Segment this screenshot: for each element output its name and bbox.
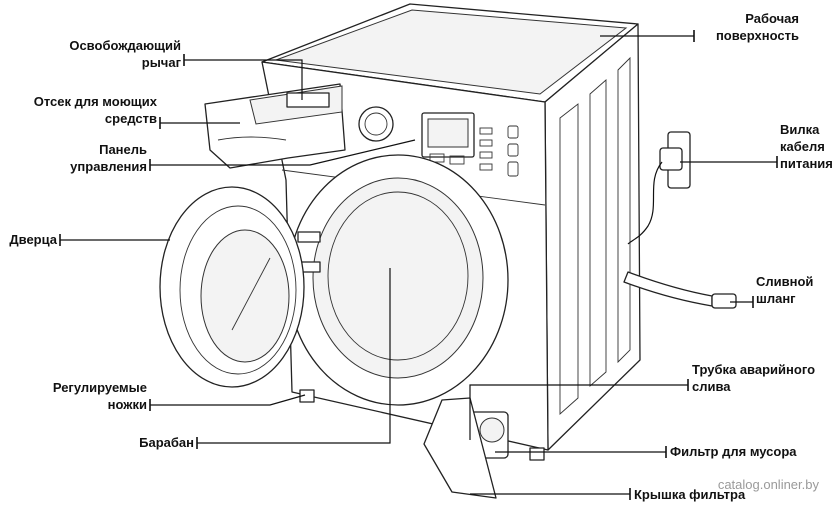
label-adjustable-feet-line-1: Регулируемые <box>52 380 147 395</box>
label-filter-cover-line-1: Крышка фильтра <box>634 487 746 502</box>
drum <box>312 177 484 379</box>
power-plug <box>659 147 683 171</box>
control-button-1 <box>479 127 493 135</box>
label-drain-hose: Сливной шланг <box>756 273 813 307</box>
release-lever <box>286 92 330 108</box>
label-drum: Барабан <box>139 434 194 451</box>
label-control-panel-line-2: управления <box>70 159 147 174</box>
label-work-surface-line-2: поверхность <box>715 28 799 43</box>
label-emergency-drain-tube-line-2: слива <box>692 379 731 394</box>
side-rib-2 <box>589 79 607 387</box>
debris-filter <box>479 417 505 443</box>
drawer-handle <box>217 136 287 141</box>
filter-cover <box>423 397 497 499</box>
label-emergency-drain-tube: Трубка аварийного слива <box>692 361 815 395</box>
label-drain-hose-line-1: Сливной <box>756 274 814 289</box>
label-detergent-drawer: Отсек для моющих средств <box>34 93 157 127</box>
label-release-lever-line-2: рычаг <box>141 55 181 70</box>
label-adjustable-feet: Регулируемые ножки <box>53 379 147 413</box>
door-glass-shine <box>231 257 271 331</box>
program-dial-inner <box>364 112 388 136</box>
door-seal <box>179 205 297 375</box>
control-button-3 <box>479 151 493 159</box>
label-detergent-drawer-line-2: средств <box>104 111 157 126</box>
control-button-5 <box>507 125 519 139</box>
label-door-line-1: Дверца <box>9 232 57 247</box>
drum-inner <box>327 191 469 361</box>
watermark: catalog.onliner.by <box>717 477 819 492</box>
label-drum-line-1: Барабан <box>139 435 194 450</box>
program-dial <box>358 106 394 142</box>
display-button-1 <box>429 153 445 163</box>
label-power-plug-line-3: питания <box>780 156 833 171</box>
control-button-7 <box>507 161 519 177</box>
door-glass <box>200 229 290 363</box>
label-control-panel-line-1: Панель <box>99 142 147 157</box>
label-door: Дверца <box>9 231 57 248</box>
side-rib-3 <box>617 56 631 364</box>
control-button-6 <box>507 143 519 157</box>
hinge-top <box>297 231 321 243</box>
label-detergent-drawer-line-1: Отсек для моющих <box>33 94 157 109</box>
label-work-surface-line-1: Рабочая <box>745 11 799 26</box>
label-debris-filter: Фильтр для мусора <box>670 443 797 460</box>
power-cord <box>627 161 663 245</box>
label-power-plug-line-1: Вилка <box>780 122 820 137</box>
leader-lines <box>59 30 778 500</box>
label-power-plug: Вилка кабеля питания <box>780 121 833 172</box>
label-adjustable-feet-line-2: ножки <box>107 397 147 412</box>
label-drain-hose-line-2: шланг <box>756 291 796 306</box>
label-release-lever-line-1: Освобождающий <box>69 38 181 53</box>
label-release-lever: Освобождающий рычаг <box>69 37 181 71</box>
adjustable-foot-right <box>529 447 545 461</box>
label-control-panel: Панель управления <box>70 141 147 175</box>
label-debris-filter-line-1: Фильтр для мусора <box>670 444 797 459</box>
label-emergency-drain-tube-line-1: Трубка аварийного <box>692 362 816 377</box>
display-screen <box>427 118 469 148</box>
label-power-plug-line-2: кабеля <box>780 139 825 154</box>
control-button-4 <box>479 163 493 171</box>
side-rib-1 <box>559 103 579 416</box>
display-button-2 <box>449 155 465 165</box>
top-surface-inner <box>275 9 628 95</box>
control-button-2 <box>479 139 493 147</box>
drain-hose-end <box>711 293 737 309</box>
label-work-surface: Рабочая поверхность <box>716 10 799 44</box>
label-filter-cover: Крышка фильтра <box>634 486 745 503</box>
